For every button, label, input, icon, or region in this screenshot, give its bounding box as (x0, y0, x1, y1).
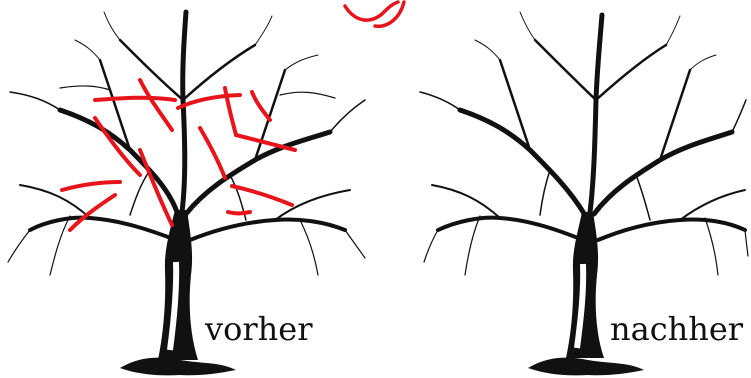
cut-branches-highlight (60, 78, 297, 232)
tree-after: nachher (419, 11, 749, 376)
label-after: nachher (610, 310, 744, 348)
label-before: vorher (204, 310, 313, 348)
red-flourish (343, 0, 406, 28)
ground-shadow-before (120, 357, 236, 376)
tree-before: vorher (7, 9, 366, 376)
ground-shadow-after (528, 357, 644, 376)
